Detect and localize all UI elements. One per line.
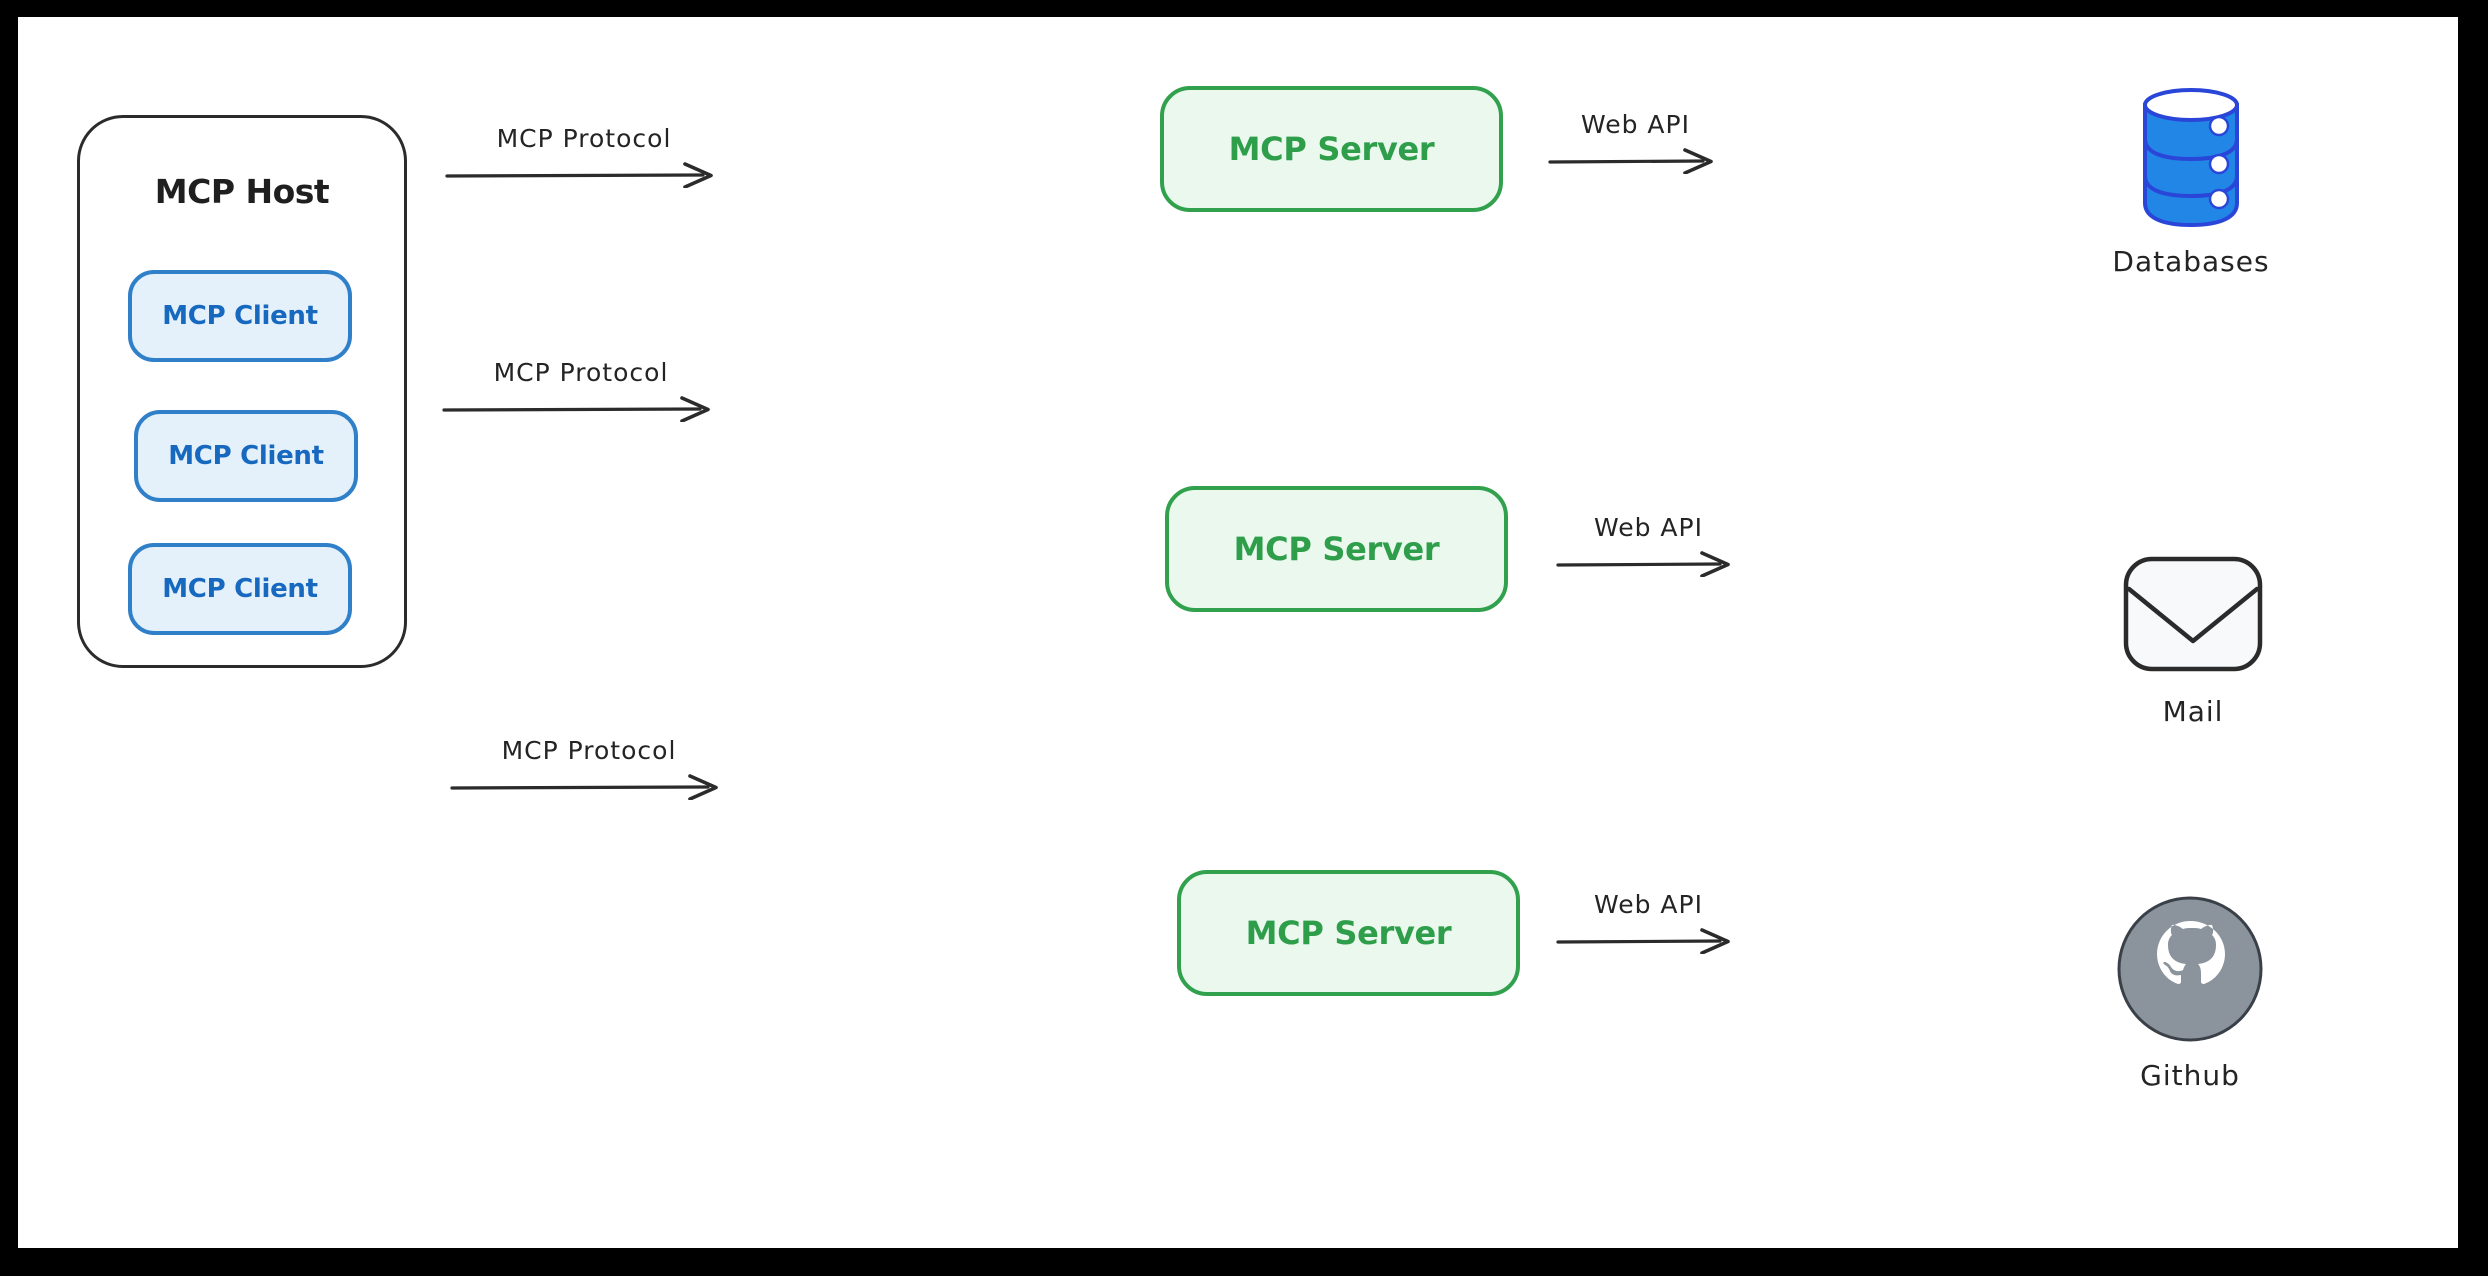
mcp-client-label: MCP Client <box>168 441 324 471</box>
database-icon <box>2115 79 2267 231</box>
mcp-host-box[interactable]: MCP Host MCP Client MCP Client MCP Clien… <box>77 115 407 668</box>
mcp-host-title: MCP Host <box>154 172 330 211</box>
service-label: Github <box>2140 1059 2240 1092</box>
arrow-right-icon <box>445 162 713 188</box>
mcp-server-label: MCP Server <box>1233 530 1440 568</box>
mcp-client-box-1[interactable]: MCP Client <box>128 270 352 362</box>
service-github[interactable]: Github <box>2080 895 2300 1092</box>
arrow-right-icon <box>442 396 710 422</box>
mcp-client-box-2[interactable]: MCP Client <box>134 410 358 502</box>
web-api-arrow-1: Web API <box>1548 110 1723 174</box>
service-label: Databases <box>2112 245 2270 278</box>
web-api-label: Web API <box>1593 513 1703 542</box>
mcp-server-box-3[interactable]: MCP Server <box>1177 870 1520 996</box>
mcp-protocol-label: MCP Protocol <box>496 124 672 153</box>
envelope-icon <box>2122 555 2264 673</box>
mcp-server-box-1[interactable]: MCP Server <box>1160 86 1503 212</box>
mcp-protocol-arrow-2: MCP Protocol <box>442 358 720 422</box>
web-api-label: Web API <box>1580 110 1690 139</box>
arrow-right-icon <box>1556 928 1730 954</box>
arrow-right-icon <box>1548 148 1713 174</box>
service-databases[interactable]: Databases <box>2076 79 2306 278</box>
web-api-arrow-3: Web API <box>1556 890 1741 954</box>
mcp-client-label: MCP Client <box>162 574 318 604</box>
web-api-arrow-2: Web API <box>1556 513 1741 577</box>
service-label: Mail <box>2162 695 2224 728</box>
diagram-canvas: MCP Host MCP Client MCP Client MCP Clien… <box>18 17 2458 1248</box>
mcp-protocol-arrow-3: MCP Protocol <box>450 736 728 800</box>
service-mail[interactable]: Mail <box>2093 555 2293 728</box>
mcp-protocol-label: MCP Protocol <box>501 736 677 765</box>
mcp-protocol-arrow-1: MCP Protocol <box>445 124 723 188</box>
mcp-client-box-3[interactable]: MCP Client <box>128 543 352 635</box>
arrow-right-icon <box>1556 551 1730 577</box>
github-icon <box>2116 895 2264 1043</box>
web-api-label: Web API <box>1593 890 1703 919</box>
mcp-server-label: MCP Server <box>1245 914 1452 952</box>
mcp-server-label: MCP Server <box>1228 130 1435 168</box>
mcp-client-label: MCP Client <box>162 301 318 331</box>
mcp-protocol-label: MCP Protocol <box>493 358 669 387</box>
arrow-right-icon <box>450 774 718 800</box>
mcp-server-box-2[interactable]: MCP Server <box>1165 486 1508 612</box>
